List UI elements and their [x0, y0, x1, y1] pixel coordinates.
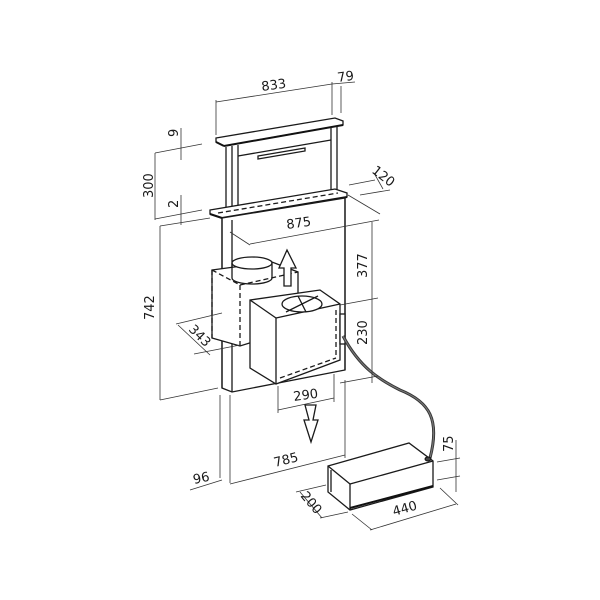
- front-plenum: [249, 289, 346, 385]
- dim-plenum-width: 290: [292, 387, 319, 405]
- dim-base-lip: 2: [167, 200, 182, 208]
- dim-top-lip: 9: [167, 129, 182, 137]
- dim-body-depth: 96: [192, 470, 211, 488]
- hood-top-assembly: [215, 117, 344, 216]
- dim-motor-height: 75: [442, 435, 457, 452]
- dim-motor-width: 440: [391, 499, 419, 520]
- arrow-up-outline-icon: [277, 248, 298, 287]
- dim-extension-height: 300: [142, 173, 157, 198]
- dim-body-width: 785: [272, 450, 300, 471]
- dim-upper-section: 377: [356, 253, 371, 278]
- dim-cutout-width: 875: [285, 215, 312, 233]
- dim-hood-width: 833: [260, 77, 287, 95]
- dim-trim-depth: 120: [369, 163, 398, 190]
- dimension-labels: 833 79 9 300 2 120 875 377 742 343 230 2…: [142, 69, 457, 520]
- dim-hood-depth: 79: [336, 69, 354, 86]
- dim-plenum-depth: 343: [185, 322, 213, 350]
- dim-plenum-height: 230: [356, 320, 371, 345]
- arrow-down-outline-icon: [303, 404, 319, 445]
- power-cable: [341, 335, 436, 459]
- remote-motor: [327, 442, 434, 511]
- dim-total-body-height: 742: [143, 295, 158, 320]
- dimension-lines: [154, 81, 461, 531]
